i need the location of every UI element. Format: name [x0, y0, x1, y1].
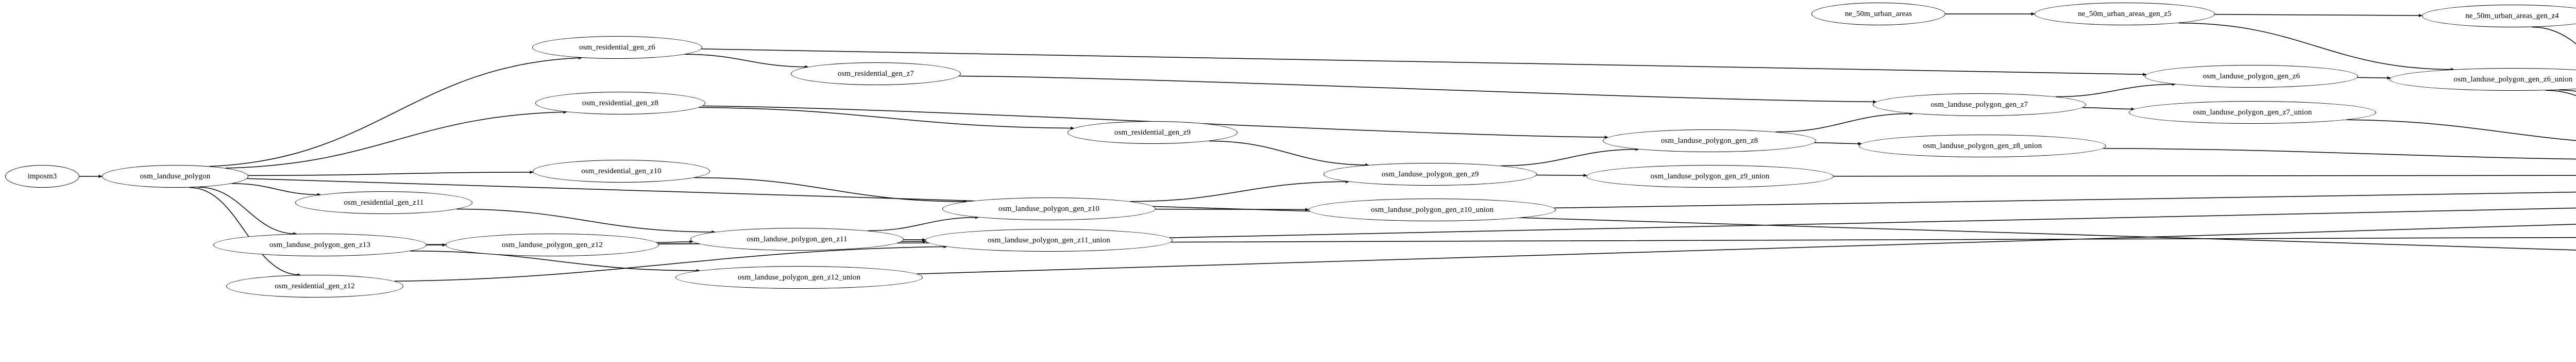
edge-osm_landuse_polygon_gen_z8_union-to-layer_landuse:z8 [2103, 148, 2576, 160]
node-osm_landuse_polygon_gen_z8[interactable]: osm_landuse_polygon_gen_z8 [1603, 129, 1816, 152]
node-osm_residential_gen_z12[interactable]: osm_residential_gen_z12 [226, 275, 403, 298]
edge-osm_landuse_polygon_gen_z10-to-osm_landuse_polygon_gen_z10_union [1155, 208, 1309, 211]
edge-osm_landuse_polygon_gen_z12_union-to-layer_landuse:z12 [917, 223, 2576, 274]
node-label: osm_residential_gen_z9 [1114, 128, 1191, 137]
node-label: osm_residential_gen_z10 [581, 167, 662, 175]
node-osm_landuse_polygon[interactable]: osm_landuse_polygon [102, 165, 248, 188]
node-osm_residential_gen_z6[interactable]: osm_residential_gen_z6 [532, 36, 702, 59]
node-label: osm_residential_gen_z6 [579, 43, 655, 52]
edge-osm_landuse_polygon_gen_z6_union-to-layer_landuse:z6 [2545, 90, 2576, 96]
node-ne_50m_urban_areas[interactable]: ne_50m_urban_areas [1811, 3, 1945, 25]
node-osm_residential_gen_z7[interactable]: osm_residential_gen_z7 [791, 62, 961, 85]
node-osm_landuse_polygon_gen_z13[interactable]: osm_landuse_polygon_gen_z13 [213, 234, 427, 256]
node-osm_residential_gen_z9[interactable]: osm_residential_gen_z9 [1067, 121, 1238, 144]
node-osm_landuse_polygon_gen_z7[interactable]: osm_landuse_polygon_gen_z7 [1873, 93, 2086, 116]
edge-osm_landuse_polygon_gen_z12-to-osm_landuse_polygon_gen_z11 [656, 240, 693, 243]
edge-osm_landuse_polygon-to-osm_residential_gen_z12 [189, 187, 301, 277]
node-label: osm_landuse_polygon_gen_z6_union [2453, 75, 2573, 84]
edge-osm_landuse_polygon_gen_z6-to-osm_landuse_polygon_gen_z6_union [2357, 76, 2391, 80]
edge-osm_residential_gen_z6-to-osm_residential_gen_z7 [685, 54, 809, 69]
node-osm_landuse_polygon_gen_z6[interactable]: osm_landuse_polygon_gen_z6 [2145, 65, 2358, 88]
node-osm_landuse_polygon_gen_z9_union[interactable]: osm_landuse_polygon_gen_z9_union [1586, 165, 1834, 188]
node-osm_landuse_polygon_gen_z7_union[interactable]: osm_landuse_polygon_gen_z7_union [2129, 101, 2376, 124]
node-label: osm_landuse_polygon_gen_z8 [1660, 136, 1758, 145]
edge-osm_landuse_polygon-to-osm_landuse_polygon_gen_z13 [198, 187, 297, 236]
edge-osm_landuse_polygon_gen_z7-to-osm_landuse_polygon_gen_z7_union [2082, 107, 2135, 111]
node-label: osm_residential_gen_z7 [838, 69, 914, 78]
edge-osm_residential_gen_z8-to-osm_residential_gen_z9 [699, 107, 1075, 130]
node-imposm3[interactable]: imposm3 [5, 165, 79, 188]
node-osm_residential_gen_z8[interactable]: osm_residential_gen_z8 [535, 92, 705, 114]
edge-osm_residential_gen_z9-to-osm_landuse_polygon_gen_z9 [1209, 140, 1369, 167]
node-osm_landuse_polygon_gen_z10[interactable]: osm_landuse_polygon_gen_z10 [942, 198, 1156, 220]
node-label: osm_landuse_polygon_gen_z10_union [1370, 205, 1494, 214]
node-label: imposm3 [27, 172, 57, 180]
node-osm_landuse_polygon_gen_z9[interactable]: osm_landuse_polygon_gen_z9 [1324, 163, 1537, 186]
node-label: osm_landuse_polygon_gen_z10 [998, 204, 1099, 213]
node-label: ne_50m_urban_areas_gen_z5 [2078, 9, 2172, 18]
edge-ne_50m_urban_areas_gen_z5-to-osm_landuse_polygon_gen_z6_union [2178, 22, 2454, 71]
node-label: osm_residential_gen_z12 [275, 282, 355, 290]
node-label: osm_landuse_polygon_gen_z9_union [1650, 172, 1770, 180]
edge-osm_landuse_polygon_gen_z7_union-to-layer_landuse:z7 [2346, 119, 2576, 141]
node-label: osm_landuse_polygon_gen_z9 [1381, 170, 1479, 178]
edge-osm_landuse_polygon_gen_z6_union-to-layer_landuse:z5 [2558, 89, 2576, 92]
node-label: osm_landuse_polygon_gen_z7 [1930, 100, 2028, 109]
edge-osm_landuse_polygon_gen_z9-to-osm_landuse_polygon_gen_z9_union [1536, 174, 1587, 177]
edge-ne_50m_urban_areas_gen_z5-to-ne_50m_urban_areas_gen_z4 [2214, 14, 2422, 18]
edge-osm_residential_gen_z7-to-osm_landuse_polygon_gen_z7 [959, 75, 1877, 104]
node-label: ne_50m_urban_areas [1844, 9, 1912, 18]
node-label: osm_landuse_polygon_gen_z12_union [737, 273, 861, 282]
node-label: osm_landuse_polygon_gen_z12 [501, 240, 603, 249]
node-osm_landuse_polygon_gen_z12_union[interactable]: osm_landuse_polygon_gen_z12_union [675, 266, 923, 289]
edge-osm_landuse_polygon-to-osm_residential_gen_z6 [209, 56, 582, 167]
node-label: osm_landuse_polygon_gen_z6 [2202, 72, 2300, 80]
node-label: osm_landuse_polygon_gen_z13 [269, 240, 370, 249]
edge-osm_residential_gen_z11-to-osm_landuse_polygon_gen_z11 [456, 208, 716, 234]
edge-osm_landuse_polygon_gen_z10_union-to-layer_landuse:z10 [1554, 191, 2576, 209]
node-label: osm_landuse_polygon_gen_z11 [747, 235, 848, 243]
edge-osm_landuse_polygon_gen_z8-to-osm_landuse_polygon_gen_z8_union [1814, 142, 1862, 145]
node-osm_landuse_polygon_gen_z11[interactable]: osm_landuse_polygon_gen_z11 [690, 228, 904, 251]
node-osm_landuse_polygon_gen_z10_union[interactable]: osm_landuse_polygon_gen_z10_union [1309, 199, 1556, 221]
node-label: osm_residential_gen_z8 [582, 98, 658, 107]
node-osm_landuse_polygon_gen_z11_union[interactable]: osm_landuse_polygon_gen_z11_union [925, 229, 1173, 252]
edge-osm_residential_gen_z10-to-osm_landuse_polygon_gen_z10 [694, 177, 968, 204]
node-osm_landuse_polygon_gen_z8_union[interactable]: osm_landuse_polygon_gen_z8_union [1859, 135, 2106, 157]
edge-osm_landuse_polygon_gen_z8-to-osm_landuse_polygon_gen_z7 [1775, 112, 1913, 133]
node-osm_residential_gen_z11[interactable]: osm_residential_gen_z11 [295, 191, 472, 214]
edge-osm_landuse_polygon-to-osm_residential_gen_z11 [232, 183, 321, 196]
node-label: ne_50m_urban_areas_gen_z4 [2465, 11, 2559, 20]
node-ne_50m_urban_areas_gen_z5[interactable]: ne_50m_urban_areas_gen_z5 [2035, 3, 2215, 25]
node-osm_residential_gen_z10[interactable]: osm_residential_gen_z10 [533, 160, 710, 183]
node-label: osm_landuse_polygon_gen_z7_union [2193, 108, 2312, 117]
edge-osm_landuse_polygon-to-osm_residential_gen_z10 [248, 170, 534, 176]
node-label: osm_residential_gen_z11 [344, 198, 424, 207]
node-osm_landuse_polygon_gen_z12[interactable]: osm_landuse_polygon_gen_z12 [446, 234, 659, 256]
edge-osm_landuse_polygon_gen_z10-to-osm_landuse_polygon_gen_z9 [1130, 180, 1349, 202]
edge-osm_landuse_polygon_gen_z9-to-osm_landuse_polygon_gen_z8 [1501, 147, 1639, 167]
node-label: osm_landuse_polygon [140, 172, 211, 180]
edge-osm_landuse_polygon_gen_z9_union-to-layer_landuse:z9 [1833, 175, 2576, 177]
edge-osm_landuse_polygon_gen_z7-to-osm_landuse_polygon_gen_z6 [2055, 83, 2176, 97]
node-label: osm_landuse_polygon_gen_z11_union [988, 236, 1110, 244]
edge-osm_landuse_polygon_gen_z11-to-osm_landuse_polygon_gen_z10 [867, 216, 979, 232]
edge-osm_landuse_polygon-to-osm_residential_gen_z8 [225, 110, 567, 169]
node-ne_50m_urban_areas_gen_z4[interactable]: ne_50m_urban_areas_gen_z4 [2422, 5, 2576, 27]
node-osm_landuse_polygon_gen_z6_union[interactable]: osm_landuse_polygon_gen_z6_union [2389, 68, 2576, 91]
node-label: osm_landuse_polygon_gen_z8_union [1923, 141, 2042, 150]
